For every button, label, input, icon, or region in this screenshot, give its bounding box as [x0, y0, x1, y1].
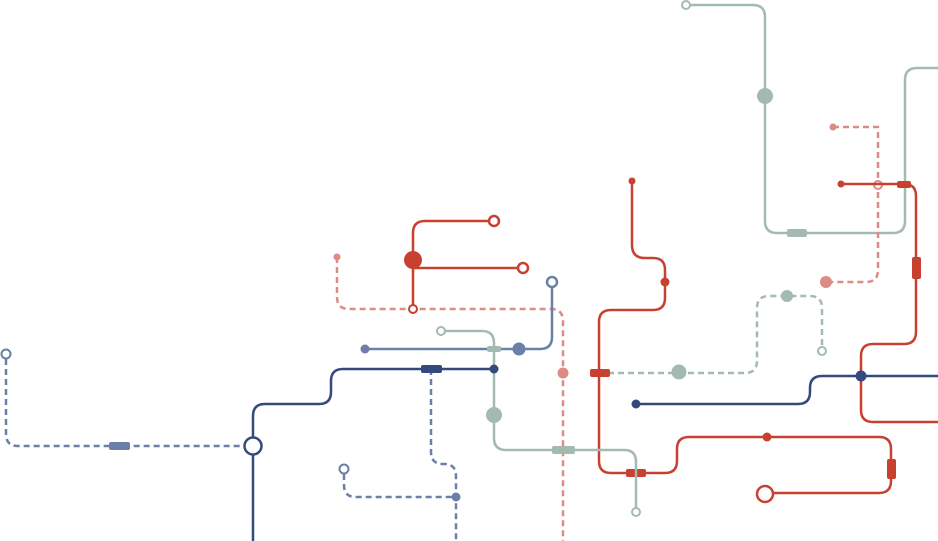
station-interchange — [887, 459, 896, 479]
station — [762, 432, 772, 442]
station-interchange-major — [243, 436, 263, 456]
line-slate-short — [360, 275, 559, 356]
station-open — [545, 275, 559, 289]
line-sage-dashed — [598, 290, 827, 380]
station-open — [516, 261, 530, 275]
station-open — [631, 507, 641, 517]
station-open — [436, 326, 446, 336]
station — [451, 492, 461, 502]
station-interchange — [590, 369, 610, 377]
station-interchange — [787, 229, 807, 237]
station-major — [671, 364, 687, 380]
line-sage-top — [681, 0, 938, 237]
line-light-red-middle — [333, 253, 569, 541]
station — [512, 342, 526, 356]
station-open — [817, 346, 827, 356]
station — [557, 367, 569, 379]
station-open — [0, 348, 12, 360]
line-navy-right — [631, 370, 938, 409]
station — [628, 177, 636, 185]
station-interchange — [912, 257, 921, 279]
line-red-fork — [404, 214, 530, 314]
station — [360, 344, 370, 354]
station-interchange — [552, 446, 575, 454]
station — [631, 399, 641, 409]
line-light-red-right — [820, 123, 883, 288]
station-open — [487, 214, 501, 228]
station-interchange — [897, 181, 911, 188]
line-slate-dashed-left — [0, 348, 244, 450]
station — [855, 370, 867, 382]
line-red-long — [590, 177, 896, 504]
line-slate-dashed-bottom — [338, 369, 461, 541]
station — [333, 253, 341, 261]
station — [837, 180, 845, 188]
station-major — [820, 276, 832, 288]
station-major — [404, 251, 422, 269]
station-major — [757, 88, 773, 104]
line-red-right — [837, 180, 938, 424]
station — [489, 364, 499, 374]
station-interchange — [421, 365, 442, 373]
station-interchange — [109, 442, 130, 450]
station-open — [681, 0, 691, 10]
station-terminus — [755, 484, 775, 504]
station-open — [338, 463, 350, 475]
station — [829, 123, 837, 131]
station-open — [408, 304, 418, 314]
station-major — [486, 407, 502, 423]
station — [781, 290, 793, 302]
station-interchange — [487, 346, 501, 352]
line-navy-left — [251, 364, 499, 541]
station — [660, 277, 670, 287]
line-sage-middle — [436, 326, 641, 517]
